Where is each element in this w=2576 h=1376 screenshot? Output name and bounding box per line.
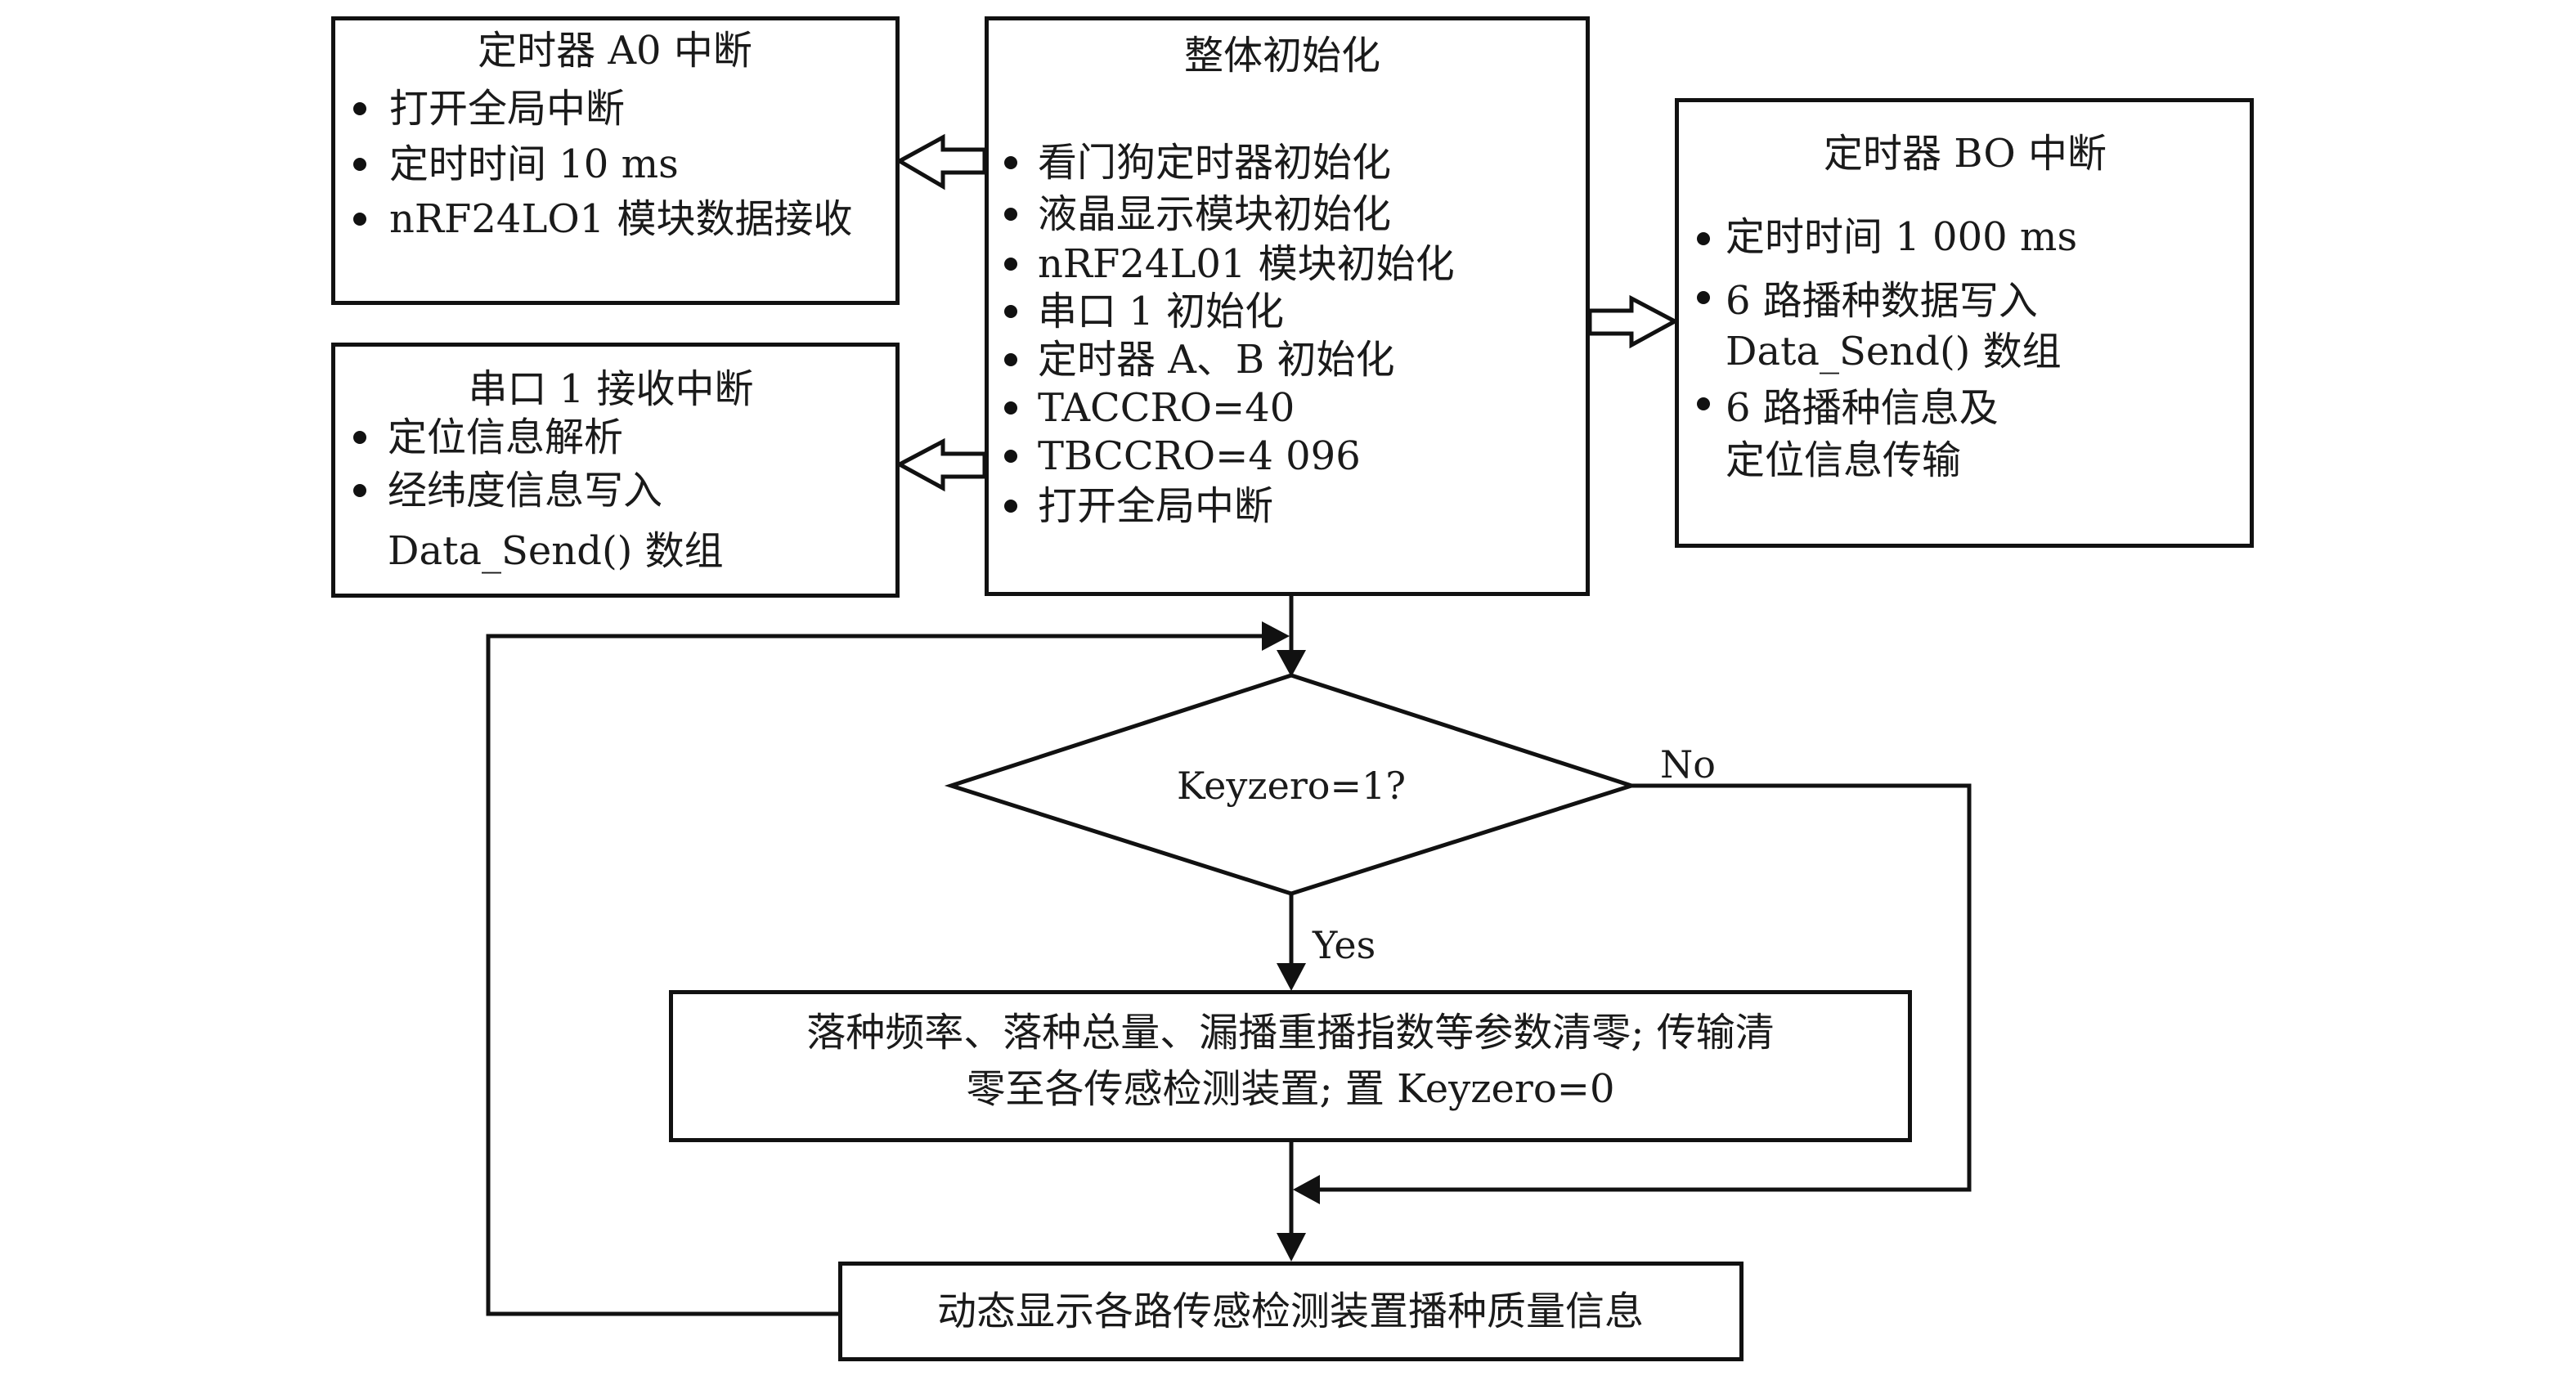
timer-a0-item: 打开全局中断 [389,86,626,132]
arrowhead-down-clear [1277,963,1306,991]
bullet-icon [353,213,366,226]
dynamic-display-box [838,1262,1744,1361]
timer-b0-item: 6 路播种信息及 [1726,385,1999,431]
init-item: 打开全局中断 [1038,483,1274,529]
serial1-item: 定位信息解析 [388,415,624,460]
arrowhead-down-decision [1277,650,1306,677]
timer-b0-title: 定时器 BO 中断 [1823,131,2107,177]
decision-label: Keyzero=1? [1177,764,1406,808]
timer-b0-item-continuation: Data_Send() 数组 [1726,329,2062,374]
timer-a0-item: nRF24LO1 模块数据接收 [389,196,853,242]
bullet-icon [353,431,366,444]
init-item: 液晶显示模块初始化 [1038,191,1392,237]
flow-no [1317,783,1972,1192]
timer-a0-title: 定时器 A0 中断 [478,28,752,74]
bullet-icon [1697,291,1710,304]
no-label: No [1660,742,1716,787]
serial1-interrupt-box [331,343,900,598]
init-title: 整体初始化 [1183,33,1381,78]
timer-b0-item-continuation: 定位信息传输 [1726,437,1962,483]
clear-parameters-line-2: 零至各传感检测装置; 置 Keyzero=0 [966,1066,1615,1112]
timer-b0-item: 6 路播种数据写入 [1726,278,2038,324]
hollow-arrow-to-timer-b0 [1587,294,1680,349]
hollow-arrow-to-serial1 [895,437,987,492]
bullet-icon [353,102,366,115]
arrowhead-left-merge [1293,1175,1320,1204]
init-item: TACCRO=40 [1038,385,1295,431]
bullet-icon [1004,401,1017,415]
timer-a0-interrupt-box [331,16,900,305]
arrowhead-down-display [1277,1233,1306,1262]
flow-loop-back [486,634,1263,1316]
bullet-icon [1004,305,1017,318]
bullet-icon [1004,258,1017,271]
bullet-icon [353,158,366,171]
bullet-icon [1004,450,1017,463]
yes-label: Yes [1313,923,1376,967]
bullet-icon [1697,397,1710,410]
bullet-icon [1004,156,1017,169]
serial1-item-continuation: Data_Send() 数组 [388,528,724,574]
bullet-icon [1004,500,1017,513]
bullet-icon [1697,232,1710,245]
timer-b0-interrupt-box [1675,98,2254,548]
clear-parameters-line-1: 落种频率、落种总量、漏播重播指数等参数清零; 传输清 [806,1010,1775,1056]
init-item: 看门狗定时器初始化 [1038,140,1392,186]
bullet-icon [1004,208,1017,221]
init-box [985,16,1590,596]
timer-b0-item: 定时时间 1 000 ms [1726,214,2078,260]
init-item: nRF24L01 模块初始化 [1038,241,1455,287]
timer-a0-item: 定时时间 10 ms [389,141,679,187]
serial1-item: 经纬度信息写入 [388,468,663,513]
serial1-title: 串口 1 接收中断 [468,366,754,412]
arrowhead-right-loop [1262,621,1290,651]
init-item: TBCCRO=4 096 [1038,433,1361,479]
clear-parameters-box [669,990,1912,1142]
init-item: 定时器 A、B 初始化 [1038,337,1395,383]
bullet-icon [353,484,366,497]
init-item: 串口 1 初始化 [1038,289,1285,334]
hollow-arrow-to-timer-a0 [895,133,987,190]
dynamic-display-label: 动态显示各路传感检测装置播种质量信息 [936,1289,1645,1334]
bullet-icon [1004,353,1017,366]
